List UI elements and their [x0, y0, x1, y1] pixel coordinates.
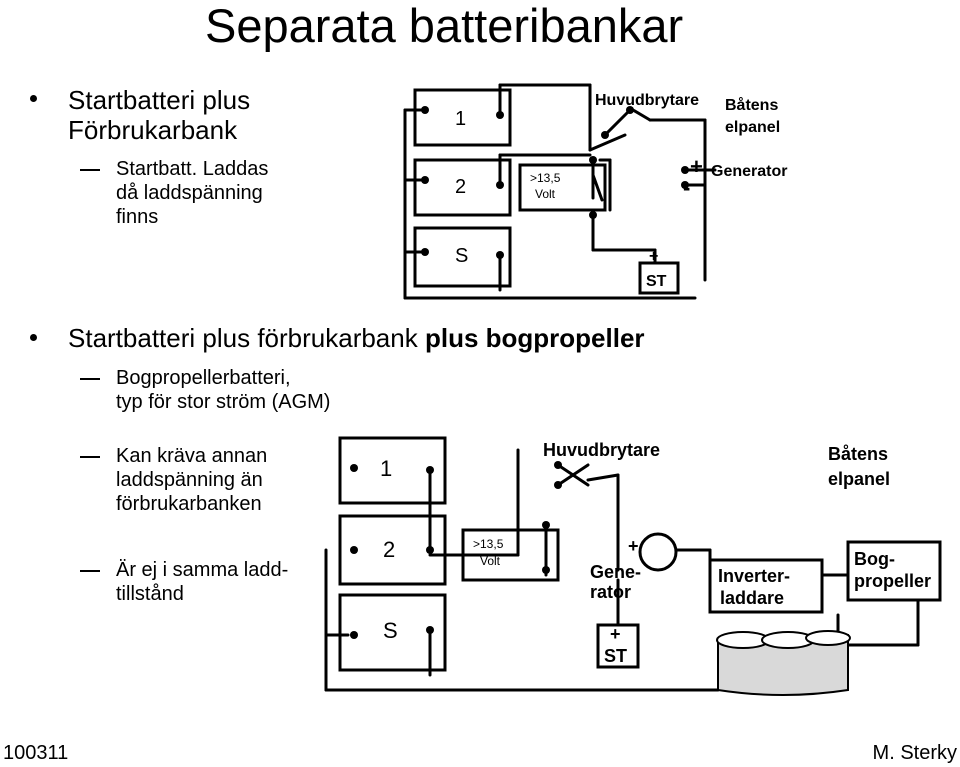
sub-line: då laddspänning	[116, 182, 263, 204]
thruster-box	[846, 540, 942, 602]
sub-point-laddspanning: Kan kräva annan laddspänning än förbruka…	[116, 444, 267, 516]
relay-label-line1: >13,5	[473, 537, 504, 551]
sub-point-bogpropellerbatteri: Bogpropellerbatteri, typ för stor ström …	[116, 366, 330, 414]
panel-label-line1: Båtens	[828, 444, 888, 464]
bullet-plain-text: Startbatteri plus förbrukarbank	[68, 323, 425, 353]
sub-line: Startbatt. Laddas	[116, 158, 269, 180]
battery-2	[413, 158, 512, 217]
main-switch-label: Huvudbrytare	[543, 440, 660, 460]
generator-label-line2: rator	[590, 582, 631, 602]
generator-plus: +	[628, 536, 639, 556]
sub-line: Är ej i samma ladd-	[116, 559, 289, 581]
footer-date: 100311	[3, 742, 69, 764]
sub-line: finns	[116, 206, 159, 228]
inverter-label-line2: laddare	[720, 588, 784, 608]
starter-plus: +	[610, 624, 621, 644]
wiring-diagram-2: 1 2 S Huvudbrytare Båtens elpanel Gene- …	[324, 436, 942, 696]
battery-s-label: S	[455, 245, 468, 267]
bullet-line: Startbatteri plus	[68, 85, 251, 115]
thruster-label-line1: Bog-	[854, 549, 895, 569]
panel-label-line2: elpanel	[828, 469, 890, 489]
battery-2-label: 2	[383, 537, 395, 562]
sub-line: typ för stor ström (AGM)	[116, 391, 331, 413]
sub-line: Bogpropellerbatteri,	[116, 367, 291, 389]
sub-line: förbrukarbanken	[116, 493, 262, 515]
bullet-bogpropeller: Startbatteri plus förbrukarbank plus bog…	[68, 323, 645, 353]
generator-plus: +	[690, 154, 703, 179]
starter-plus: +	[649, 248, 658, 265]
panel-label-line1: Båtens	[725, 96, 778, 114]
sub-point-laddtillstand: Är ej i samma ladd- tillstånd	[116, 558, 288, 606]
page-title: Separata batteribankar	[205, 0, 684, 52]
thruster-label-line2: propeller	[854, 571, 931, 591]
starter-label: ST	[604, 646, 627, 666]
dash-marker	[80, 169, 100, 171]
sub-line: Kan kräva annan	[116, 445, 268, 467]
relay-label-line2: Volt	[480, 554, 501, 568]
inverter-label-line1: Inverter-	[718, 566, 790, 586]
battery-1	[338, 436, 447, 505]
relay-label-line1: >13,5	[530, 171, 561, 185]
battery-1	[413, 88, 512, 147]
battery-1-label: 1	[455, 108, 466, 130]
generator-label: Generator	[711, 163, 787, 180]
panel-label-line2: elpanel	[725, 119, 780, 136]
footer-author: M. Sterky	[872, 742, 957, 764]
generator-label-line1: Gene-	[590, 562, 641, 582]
battery-2	[338, 514, 447, 586]
dash-marker	[80, 378, 100, 380]
sub-line: tillstånd	[116, 583, 184, 605]
bullet-dot	[30, 95, 37, 102]
sub-point-startbatt: Startbatt. Laddas då laddspänning finns	[116, 157, 268, 229]
battery-s	[413, 226, 512, 288]
sub-line: laddspänning än	[116, 469, 263, 491]
bullet-line: Förbrukarbank	[68, 115, 238, 145]
battery-2-label: 2	[455, 176, 466, 198]
wiring-diagram-1: 1 2 S Huvudbrytare Båtens elpanel Genera…	[403, 83, 787, 300]
bullet-startbatteri-forbrukarbank: Startbatteri plus Förbrukarbank	[68, 85, 250, 145]
dash-marker	[80, 456, 100, 458]
bullet-bold-text: plus bogpropeller	[424, 323, 645, 353]
dash-marker	[80, 570, 100, 572]
battery-s-label: S	[383, 618, 398, 643]
inverter-box	[708, 558, 824, 614]
starter-label: ST	[646, 273, 667, 290]
relay-label-line2: Volt	[535, 187, 556, 201]
battery-1-label: 1	[380, 456, 392, 481]
main-switch-label: Huvudbrytare	[595, 92, 699, 109]
bullet-dot	[30, 334, 37, 341]
battery-s	[338, 593, 447, 672]
generator-minus: -	[683, 175, 690, 200]
